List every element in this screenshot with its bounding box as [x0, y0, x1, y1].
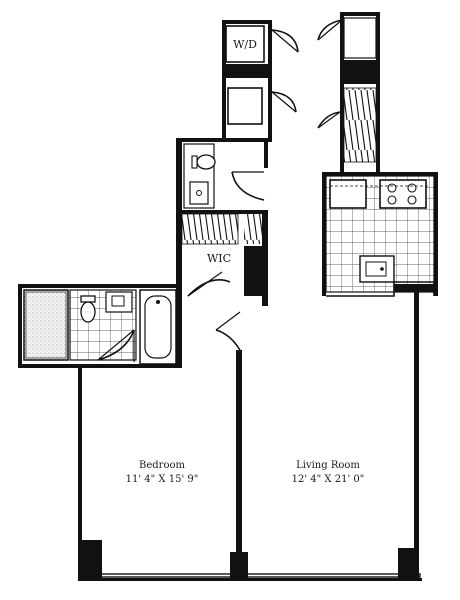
wd-label: W/D: [233, 38, 257, 51]
kitchen: [322, 172, 438, 297]
bedroom-area: [18, 284, 422, 581]
living-room-dims: 12' 4" X 21' 0": [292, 474, 365, 485]
living-room-name: Living Room: [296, 460, 360, 471]
entry-area: [222, 12, 380, 172]
powder-room: [183, 143, 265, 209]
bedroom-dims: 11' 4" X 15' 9": [126, 474, 199, 485]
bedroom-name: Bedroom: [139, 460, 185, 471]
wic-label: WIC: [207, 252, 231, 265]
bathroom: [23, 284, 182, 368]
wic-area: [176, 138, 268, 351]
